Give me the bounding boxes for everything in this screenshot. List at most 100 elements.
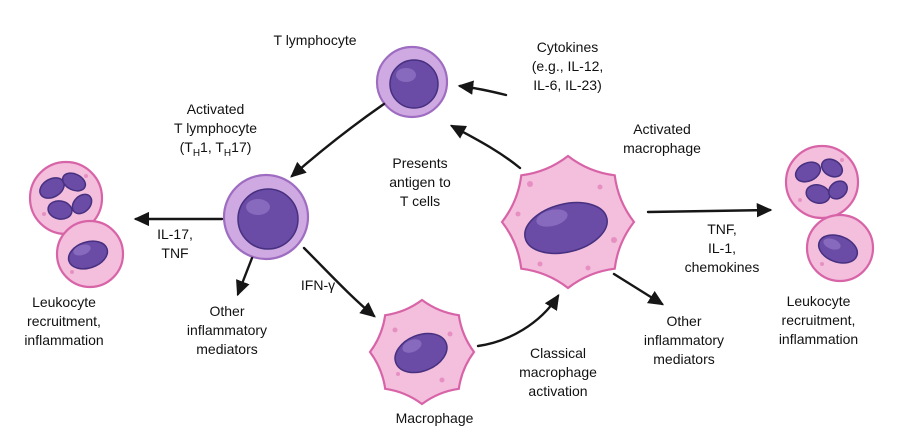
granule-icon [840,158,844,162]
granule-icon [820,262,824,266]
label-line: mediators [653,350,715,367]
label-line: Cytokines [536,39,599,55]
arrow-ifn-gamma [302,246,376,318]
arrow-other-mediators-right [612,272,665,306]
label-subscript: H [223,147,232,159]
label-line: mediators [196,340,258,357]
granule-icon [396,372,400,376]
label-line: Other [209,303,245,319]
label-line: T lymphocyte [273,32,357,48]
label-presents-antigen: Presents antigen to T cells [368,154,472,211]
label-line: IL-1, [707,239,736,256]
label-macrophage: Macrophage [372,409,497,428]
label-line: Classical [529,345,586,361]
label-line: Activated [633,121,691,137]
leukocytes-right [784,144,875,283]
label-line: Presents [392,155,448,171]
nucleus-lobe-icon [61,172,87,192]
granule-icon [42,212,46,216]
granule-icon [515,211,521,217]
label-il17-tnf: IL-17, TNF [140,225,210,263]
arrow-classical-activation [476,293,560,348]
granule-icon [70,270,74,274]
label-line: T cells [399,192,441,209]
label-line: TNF, [707,221,737,237]
nucleus-lobe-icon [71,193,93,215]
label-line: antigen to [389,173,451,190]
nucleus-lobe-icon [47,200,73,220]
label-other-mediators-left: Other inflammatory mediators [172,302,282,359]
nucleus-icon [237,188,299,250]
label-part: 1, T [200,138,224,155]
label-line: activation [528,382,588,399]
label-line: macrophage [519,363,597,380]
t-lymphocyte-cell [375,45,449,119]
label-line: IFN-γ [300,277,336,293]
label-leukocyte-recruitment-left: Leukocyte recruitment, inflammation [5,293,123,350]
arrow-tnf-il1-chemokines [646,203,773,218]
granule-icon [597,184,603,190]
leukocyte-cell-icon [784,144,860,220]
nucleus-highlight-icon [396,68,416,82]
label-leukocyte-recruitment-right: Leukocyte recruitment, inflammation [756,292,881,349]
label-line: Leukocyte [32,294,96,310]
label-line: (e.g., IL-12, [531,57,604,74]
arrow-tcell-activation [290,102,386,178]
label-line: IL-17, [157,226,193,242]
label-line: macrophage [623,139,701,156]
granule-icon [84,174,88,178]
label-line: inflammatory [643,331,725,348]
label-cytokines: Cytokines (e.g., IL-12, IL-6, IL-23) [500,38,635,95]
nucleus-highlight-icon [246,199,270,215]
arrow-presents-antigen [449,124,522,170]
granule-icon [392,327,398,333]
granule-icon [798,198,802,202]
label-classical-activation: Classical macrophage activation [502,344,614,401]
nucleus-highlight-icon [823,238,841,250]
granule-icon [585,265,591,271]
label-t-lymphocyte: T lymphocyte [250,31,380,50]
label-line: Macrophage [395,410,474,426]
granule-icon [439,377,445,383]
label-line: Leukocyte [786,293,851,309]
granule-icon [537,261,543,267]
label-line: inflammation [778,330,859,347]
nucleus-lobe-icon [820,158,844,178]
nucleus-lobe-icon [828,180,848,200]
label-tnf-il1-chemokines: TNF, IL-1, chemokines [666,220,778,277]
arrow-cytokines-to-tcell [457,80,508,97]
nucleus-highlight-icon [402,339,422,353]
nucleus-lobe-icon [805,184,831,204]
nucleus-icon [389,59,439,109]
granule-icon [611,237,617,243]
arrow-other-mediators-left [236,256,254,297]
granule-icon [527,181,533,187]
label-activated-macrophage: Activated macrophage [592,120,732,158]
label-line: inflammation [24,331,104,348]
label-line: TNF [161,244,189,261]
label-line: inflammatory [186,321,268,338]
label-part: (T [179,138,193,155]
macrophage-cell [368,298,476,406]
label-line: IL-6, IL-23) [533,76,602,93]
label-line: T lymphocyte [174,119,257,136]
arrows [133,80,773,348]
label-line: Activated [186,101,245,117]
nucleus-lobe-icon [794,161,822,183]
label-part: 17) [231,138,252,155]
label-activated-t-lymphocyte: Activated T lymphocyte (TH1, TH17) [138,100,293,159]
activated-macrophage-cell [500,154,636,290]
label-line: recruitment, [27,312,101,329]
label-subscript: H [192,147,201,159]
label-other-mediators-right: Other inflammatory mediators [628,312,740,369]
leukocytes-left [28,160,125,289]
nucleus-highlight-icon [536,209,568,227]
label-line: (TH1, TH17) [138,138,293,159]
nucleus-highlight-icon [73,244,91,256]
label-line: chemokines [684,258,760,275]
label-line: Other [666,313,702,329]
label-ifn-gamma: IFN-γ [288,276,348,295]
granule-icon [447,331,453,337]
